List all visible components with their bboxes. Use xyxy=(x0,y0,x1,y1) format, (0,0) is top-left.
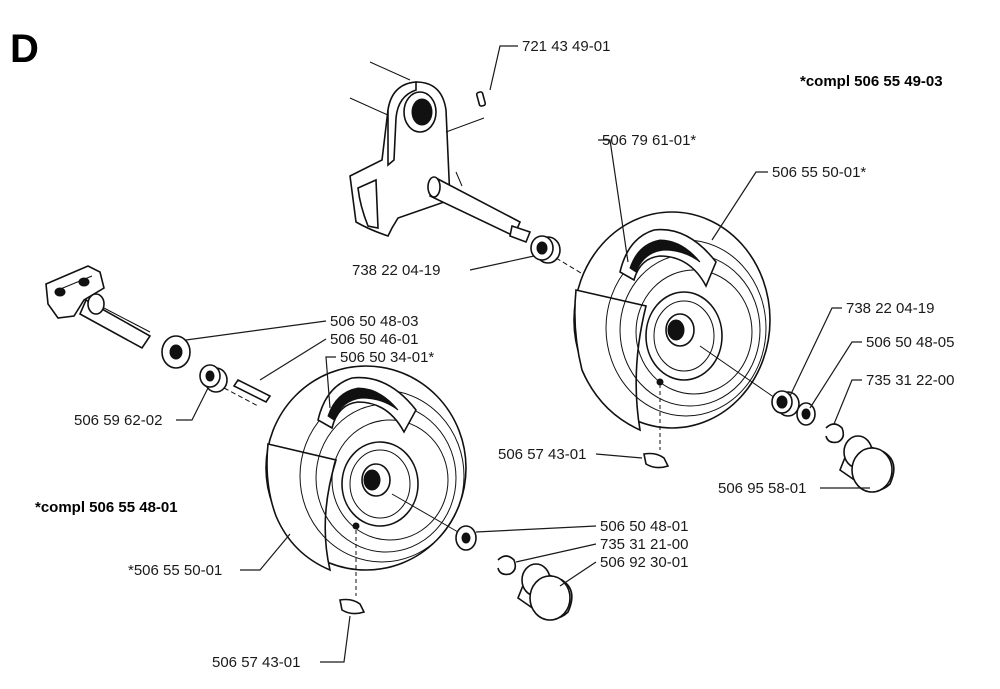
pin-721-43-49-01 xyxy=(475,91,487,107)
valve-506-57-43-01-right xyxy=(643,384,670,469)
part-label: 738 22 04-19 xyxy=(846,300,934,317)
part-label: 506 92 30-01 xyxy=(600,554,688,571)
part-label: 506 59 62-02 xyxy=(74,412,162,429)
hubcap-506-95-58-01 xyxy=(839,435,895,493)
part-label: 506 50 48-03 xyxy=(330,313,418,330)
part-label: 506 79 61-01* xyxy=(602,132,696,149)
hubcap-506-92-30-01 xyxy=(517,563,573,621)
part-label: 506 50 34-01* xyxy=(340,349,434,366)
washer-506-50-48-01 xyxy=(455,525,477,551)
axle-bracket-upper xyxy=(349,61,485,237)
part-label: 735 31 21-00 xyxy=(600,536,688,553)
part-label: 506 50 48-05 xyxy=(866,334,954,351)
wheel-left xyxy=(265,365,467,572)
part-label: 506 57 43-01 xyxy=(212,654,300,671)
axle-bracket-left xyxy=(45,265,152,350)
kit-label-right: *compl 506 55 49-03 xyxy=(800,73,943,90)
part-label: 735 31 22-00 xyxy=(866,372,954,389)
valve-506-57-43-01-left xyxy=(339,530,366,615)
washer-506-50-48-05 xyxy=(796,402,816,426)
bearing-738-22-04-19-upper xyxy=(530,235,561,264)
part-label: 506 95 58-01 xyxy=(718,480,806,497)
part-label: 738 22 04-19 xyxy=(352,262,440,279)
part-label: 721 43 49-01 xyxy=(522,38,610,55)
part-label: 506 50 48-01 xyxy=(600,518,688,535)
part-labels: 721 43 49-01 506 79 61-01* 506 55 50-01*… xyxy=(74,38,954,671)
part-label: 506 55 50-01* xyxy=(772,164,866,181)
clip-735-31-22-00 xyxy=(825,423,845,444)
wheel-right xyxy=(573,211,771,432)
leader-lines xyxy=(176,45,870,663)
bearing-738-22-04-19-right xyxy=(771,390,800,417)
key-506-50-46-01 xyxy=(232,378,272,404)
part-label: *506 55 50-01 xyxy=(128,562,222,579)
kit-label-left: *compl 506 55 48-01 xyxy=(35,499,178,516)
section-letter: D xyxy=(10,27,39,71)
washer-506-50-48-03 xyxy=(161,335,191,369)
clip-735-31-21-00 xyxy=(497,555,517,576)
part-label: 506 50 46-01 xyxy=(330,331,418,348)
bushing-506-59-62-02 xyxy=(199,364,228,393)
part-label: 506 57 43-01 xyxy=(498,446,586,463)
axle-shaft-upper xyxy=(427,171,532,244)
